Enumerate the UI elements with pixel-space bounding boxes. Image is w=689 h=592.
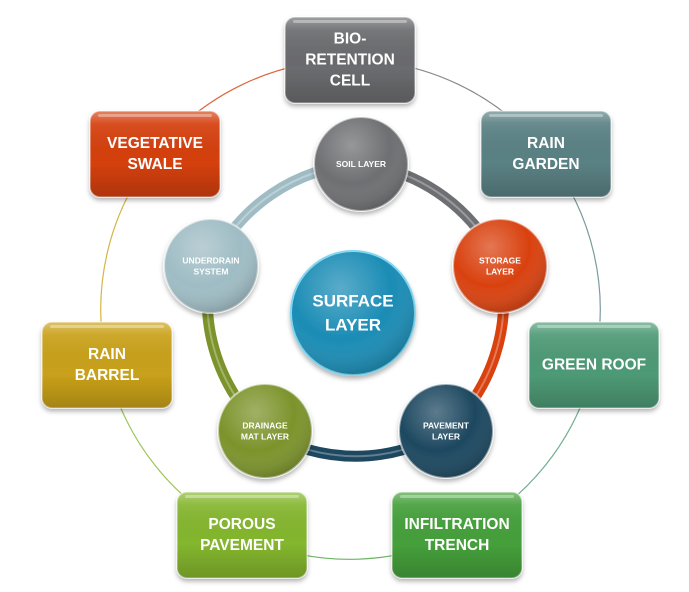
node-label: LAYER	[432, 432, 460, 442]
box-gloss	[285, 17, 415, 103]
box-gloss	[90, 111, 220, 197]
node-label: PAVEMENT	[200, 537, 284, 554]
node-label: GREEN ROOF	[542, 357, 646, 374]
node-label: SURFACE	[312, 292, 393, 311]
node-label: RAIN	[527, 135, 565, 152]
outer-ring-nodes: BIO- RETENTION CELL RAIN GARDEN GREEN ROOF INF…	[41, 16, 660, 579]
box-highlight	[489, 114, 603, 117]
center-circle: SURFACE LAYER	[290, 250, 416, 376]
box-green-roof: GREEN ROOF	[528, 321, 660, 409]
node-label: SWALE	[127, 156, 182, 173]
box-highlight	[537, 325, 651, 328]
circle-gloss	[453, 219, 547, 313]
box-highlight	[98, 114, 212, 117]
center-node-surface-layer: SURFACE LAYER	[290, 250, 416, 376]
node-label: LAYER	[325, 316, 381, 335]
circle-soil-layer: SOIL LAYER	[313, 116, 409, 212]
box-gloss	[529, 322, 659, 408]
node-label: RETENTION	[305, 52, 395, 69]
node-label: INFILTRATION	[404, 516, 509, 533]
box-gloss	[481, 111, 611, 197]
box-vegetative-swale: VEGETATIVE SWALE	[89, 110, 221, 198]
node-label: MAT LAYER	[241, 432, 289, 442]
box-highlight	[50, 325, 164, 328]
circle-gloss	[164, 219, 258, 313]
node-label: CELL	[330, 73, 370, 90]
circle-gloss	[218, 384, 312, 478]
box-rain-barrel: RAIN BARREL	[41, 321, 173, 409]
node-label: DRAINAGE	[242, 421, 288, 431]
node-label: GARDEN	[512, 156, 579, 173]
inner-ring-nodes: SOIL LAYERSTORAGELAYERPAVEMENTLAYERDRAIN…	[163, 116, 548, 479]
box-gloss	[42, 322, 172, 408]
node-label: BIO-	[334, 31, 367, 48]
box-highlight	[400, 495, 514, 498]
node-label: BARREL	[75, 367, 140, 384]
node-label: PAVEMENT	[423, 421, 470, 431]
box-porous-pavement: POROUS PAVEMENT	[176, 491, 308, 579]
node-label: STORAGE	[479, 256, 521, 266]
box-rain-garden: RAIN GARDEN	[480, 110, 612, 198]
box-gloss	[392, 492, 522, 578]
circle-gloss	[314, 117, 408, 211]
node-label: SOIL LAYER	[336, 159, 386, 169]
center-circle-gloss	[291, 251, 415, 375]
node-label: VEGETATIVE	[107, 135, 203, 152]
node-label: SYSTEM	[194, 267, 229, 277]
node-label: TRENCH	[425, 537, 490, 554]
node-label: POROUS	[208, 516, 275, 533]
box-highlight	[185, 495, 299, 498]
node-label: LAYER	[486, 267, 514, 277]
circle-gloss	[399, 384, 493, 478]
box-highlight	[293, 20, 407, 23]
node-label: UNDERDRAIN	[182, 256, 239, 266]
box-gloss	[177, 492, 307, 578]
node-label: RAIN	[88, 346, 126, 363]
box-bio-retention-cell: BIO- RETENTION CELL	[284, 16, 416, 104]
box-infiltration-trench: INFILTRATION TRENCH	[391, 491, 523, 579]
